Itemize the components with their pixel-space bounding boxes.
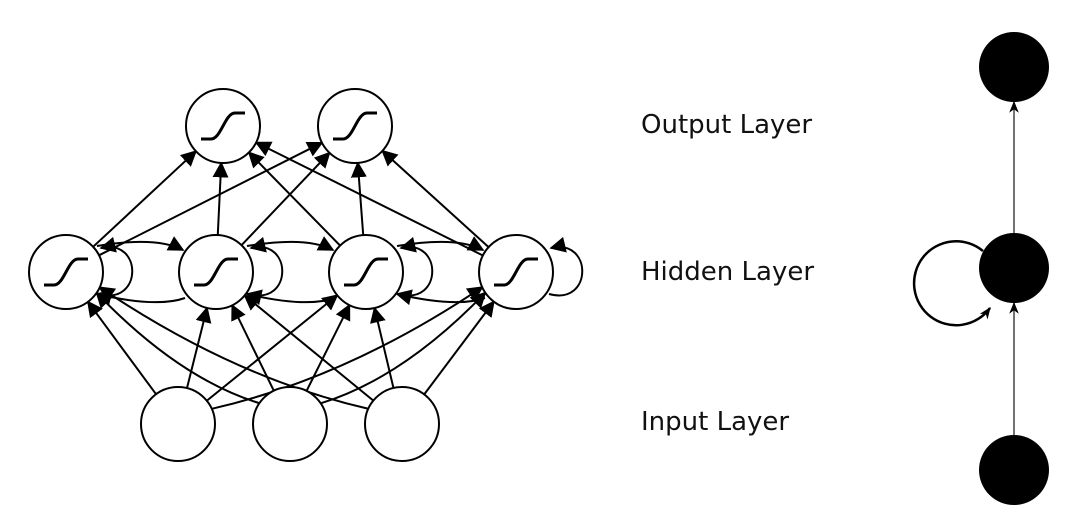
input-to-hidden-edge xyxy=(186,306,212,389)
hidden-to-output-edge xyxy=(240,151,331,246)
hidden-to-output-edge xyxy=(381,149,490,248)
self-loop-edge xyxy=(548,236,584,297)
sigmoid-icon xyxy=(344,257,388,287)
input-to-hidden-edge xyxy=(370,306,395,389)
sigmoid-icon xyxy=(44,257,88,287)
hidden-to-output-edge xyxy=(247,151,341,247)
sigmoid-icon xyxy=(194,257,238,287)
compact-network xyxy=(912,32,1049,505)
input-to-hidden-edge xyxy=(231,303,275,392)
input-to-hidden-edge xyxy=(423,300,495,395)
self-loop-edge xyxy=(98,236,134,297)
self-loop-edge xyxy=(248,236,284,297)
compact-output-node xyxy=(979,32,1049,102)
self-loop-edge xyxy=(398,236,434,297)
input-node xyxy=(140,386,216,462)
recurrent-edge-forward xyxy=(246,236,335,251)
recurrent-edge-backward xyxy=(245,289,336,306)
input-layer-label: Input Layer xyxy=(641,407,790,437)
unrolled-network xyxy=(28,88,584,462)
hidden-to-output-edge xyxy=(254,141,484,257)
input-to-hidden-edge xyxy=(305,303,351,392)
input-to-hidden-edge xyxy=(320,291,487,405)
hidden-to-output-edge xyxy=(212,161,229,236)
input-to-hidden-edge xyxy=(86,300,157,395)
hidden-to-output-edge xyxy=(350,161,367,236)
input-node xyxy=(252,386,328,462)
input-to-hidden-edge xyxy=(95,291,260,405)
sigmoid-icon xyxy=(333,111,377,141)
input-to-hidden-edge xyxy=(243,294,374,402)
recurrent-edge-backward xyxy=(95,289,186,306)
edges xyxy=(86,141,584,410)
hidden-layer-label: Hidden Layer xyxy=(641,257,815,287)
input-to-hidden-edge xyxy=(98,286,369,410)
compact-hidden-node xyxy=(979,233,1049,303)
output-layer-label: Output Layer xyxy=(641,110,813,140)
sigmoid-icon xyxy=(494,257,538,287)
hidden-to-output-edge xyxy=(98,141,324,257)
sigmoid-icon xyxy=(201,111,245,141)
compact-input-node xyxy=(979,435,1049,505)
input-node xyxy=(364,386,440,462)
compact-self-loop-edge xyxy=(912,240,992,327)
recurrent-edge-backward xyxy=(395,289,486,306)
hidden-to-output-edge xyxy=(92,150,198,248)
